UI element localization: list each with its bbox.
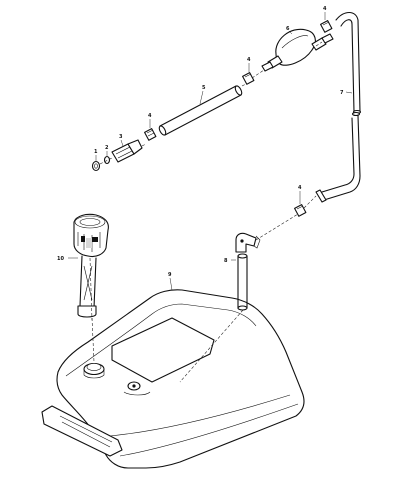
callout-9: 9 (168, 272, 172, 278)
hose-clamp-b (242, 72, 255, 85)
callout-5: 5 (202, 85, 206, 91)
o-ring (103, 155, 111, 165)
hose-clamp-a (144, 128, 157, 141)
callout-4b: 4 (247, 57, 251, 63)
primer-bulb (261, 28, 334, 72)
callout-3: 3 (119, 134, 123, 140)
hose-clamp-c (320, 20, 333, 33)
fuel-gauge-assembly (73, 213, 109, 318)
callout-4a: 4 (148, 113, 152, 119)
connector-fitting (111, 139, 143, 163)
seal-cap (91, 160, 101, 172)
callout-2: 2 (105, 145, 109, 151)
callout-7: 7 (340, 90, 344, 96)
fuel-line-hose (158, 85, 243, 136)
callout-10: 10 (57, 256, 64, 262)
callout-labels: 1 2 3 4 5 4 6 4 7 4 8 9 10 (57, 6, 344, 278)
callout-8: 8 (224, 258, 228, 264)
pickup-tube (235, 232, 261, 311)
hose-clamp-d (294, 204, 307, 217)
assembly-lines (89, 41, 323, 383)
callout-4d: 4 (298, 185, 302, 191)
fuel-hose (315, 11, 362, 203)
callout-4c: 4 (323, 6, 327, 12)
callout-1: 1 (94, 149, 98, 155)
fuel-tank (41, 289, 305, 469)
callout-6: 6 (286, 26, 290, 32)
callout-leaders (68, 12, 353, 291)
